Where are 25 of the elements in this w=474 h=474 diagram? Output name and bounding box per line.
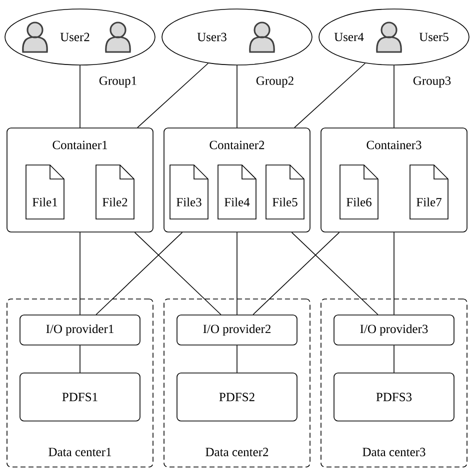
group-label: Group2 [256,76,294,88]
user-label: User4 [334,32,364,42]
provider-box: I/O provider3 [334,314,454,346]
user-label: User2 [60,32,90,42]
provider-box: I/O provider2 [176,314,298,346]
storage-box: PDFS2 [176,372,298,422]
group-label: Group3 [413,76,451,88]
connector-line [236,65,238,128]
connector-line [137,62,209,128]
group-ellipse [318,8,470,66]
user-label: User5 [419,32,448,42]
connector-line [236,345,238,373]
group-label: Group1 [99,76,136,88]
connector-line [236,232,238,315]
storage-box: PDFS1 [20,372,140,422]
provider-box: I/O provider1 [20,314,140,346]
connector-line [291,232,378,315]
connector-line [252,232,340,315]
connector-line [96,232,183,315]
group-ellipse [4,8,156,66]
storage-box: PDFS3 [334,372,454,422]
connector-line [134,232,222,315]
connector-line [294,62,366,128]
user-label: User3 [197,32,226,42]
group-ellipse [162,8,312,66]
